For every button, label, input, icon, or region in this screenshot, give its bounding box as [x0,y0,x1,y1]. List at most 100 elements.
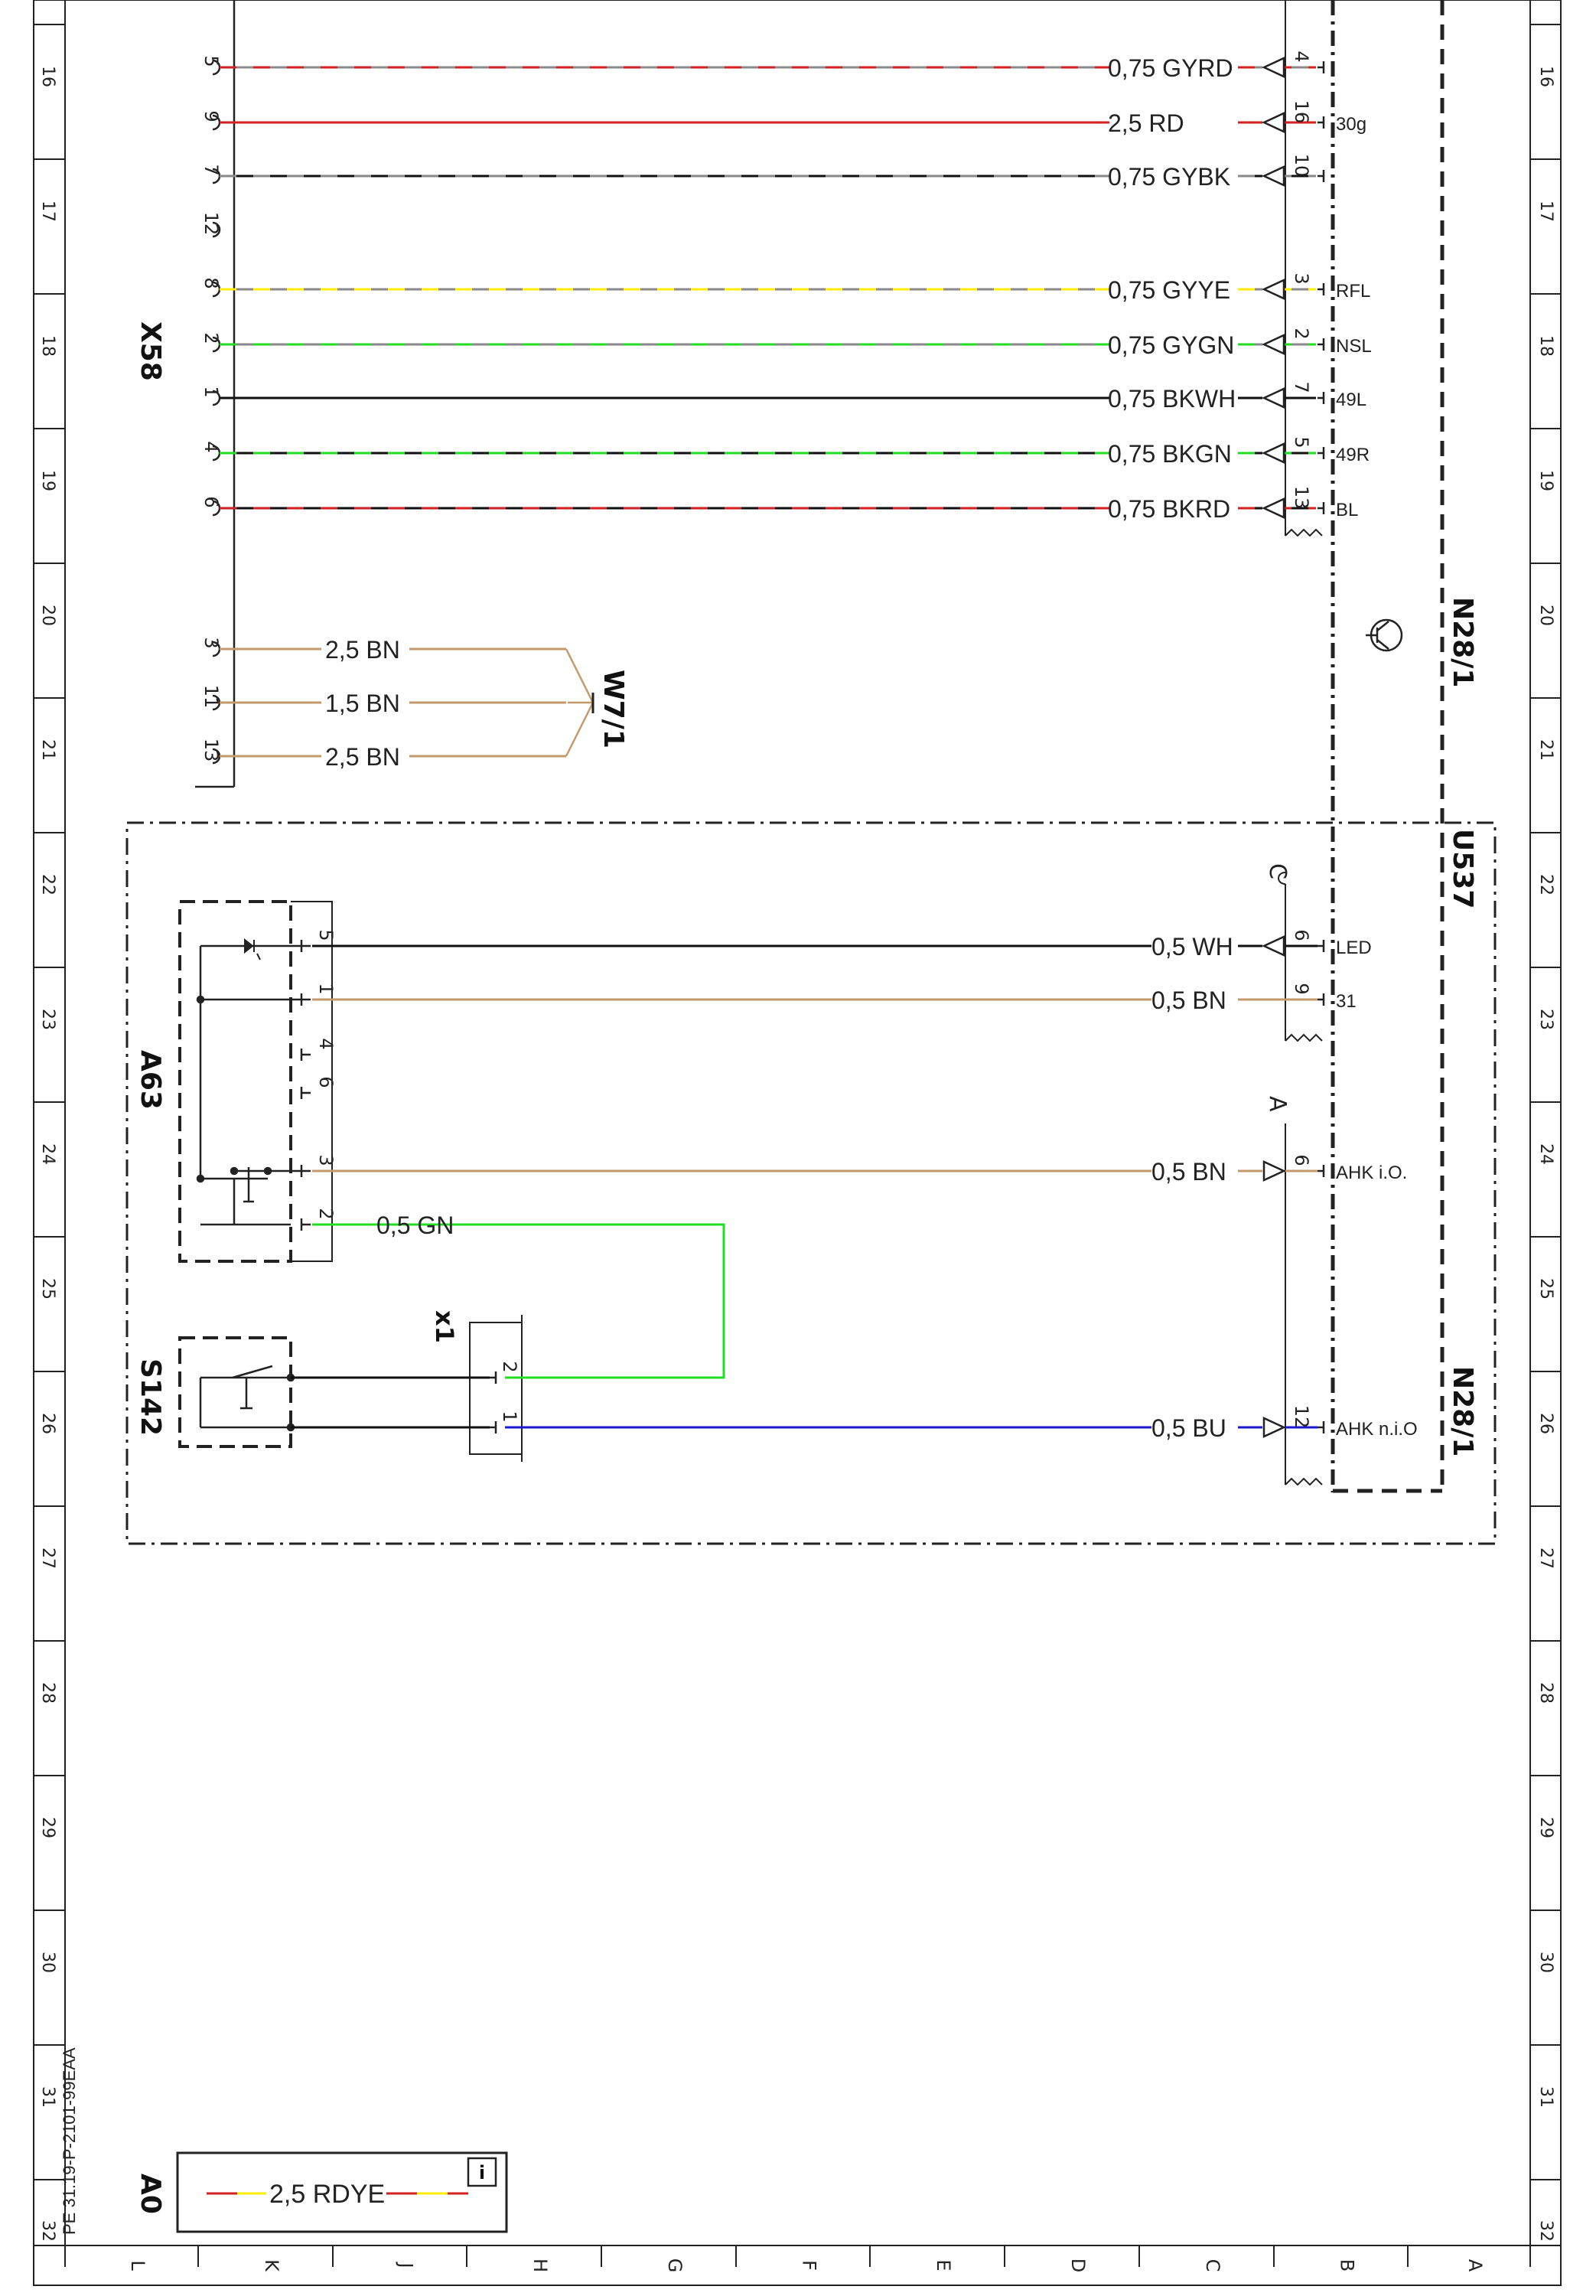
n28-pin-bracket [1318,392,1325,404]
n28-pin-number: 5 [1291,436,1312,448]
a63-pin-strip [291,901,333,1262]
a63-pin-bracket [300,940,311,952]
a63-pin-number: 5 [315,929,337,941]
n28-pin-number: 3 [1291,272,1312,284]
x58-pin-number: 12 [200,212,222,236]
a0-label: A0 [135,2174,166,2214]
n28-pin-bracket [1318,170,1325,182]
n28-pin-function: 31 [1336,991,1357,1012]
connector-arrow [1262,112,1285,133]
row-label-left: 20 [38,605,57,626]
n28-pin-function: AHK i.O. [1336,1163,1407,1183]
wire-label: 0,75 GYYE [1108,276,1230,304]
x1-pin-bracket [490,1371,497,1384]
svg-text:i: i [479,2162,485,2183]
n28-1-connector-c-strip [1278,872,1323,1042]
row-label-right: 16 [1536,66,1555,87]
column-label: F [799,2260,820,2271]
column-label: G [664,2258,686,2273]
s142-box [178,1336,292,1448]
row-label-left: 27 [38,1548,57,1569]
row-label-left: 25 [38,1278,57,1300]
row-label-right: 31 [1536,2086,1555,2108]
wire-gn [312,1223,725,1379]
wire-label: 0,75 BKRD [1108,495,1230,523]
x1-pin-number: 1 [499,1411,520,1422]
row-label-right: 21 [1536,739,1555,761]
w7-1-label: W7/1 [598,670,629,748]
x58-connector: X58 [135,0,236,788]
x1-pin-number: 2 [499,1361,520,1372]
row-label-left: 30 [38,1952,57,1973]
n28-pin-number: 10 [1291,154,1312,178]
n28-pin-number: 16 [1291,100,1312,124]
n28-pin-bracket [1318,1165,1325,1177]
ground-wire-label: 2,5 BN [325,636,400,664]
a63-pin-bracket [300,1218,311,1231]
row-label-left: 23 [38,1009,57,1030]
row-label-right: 32 [1536,2220,1555,2242]
legend-wire-label: 2,5 RDYE [269,2180,385,2209]
column-label: C [1202,2259,1223,2272]
n28-pin-bracket [1318,116,1325,129]
n28-pin-bracket [1318,1421,1325,1433]
u537-box [125,821,1497,1545]
n28-pin-function: BL [1336,500,1358,520]
led-icon [244,938,261,960]
n28-pin-number: 6 [1291,929,1312,941]
n28-pin-number: 9 [1291,983,1312,994]
x58-pin-number: 11 [200,685,222,709]
row-label-right: 18 [1536,335,1555,357]
wire-label: 2,5 RD [1108,109,1184,137]
a63-internal-circuit [199,944,302,1226]
connector-arrow [1262,279,1285,300]
n28-pin-number: 4 [1291,51,1312,62]
connector-arrow [1262,935,1285,957]
row-ticks [34,24,1561,2180]
row-label-left: 29 [38,1817,57,1838]
u537-label: U537 [1447,829,1478,908]
row-label-left: 26 [38,1413,57,1434]
legend-wire: 2,5 RDYE [207,2180,468,2209]
n28-pin-number: 13 [1291,486,1312,510]
ground-wire-label: 1,5 BN [325,690,400,717]
connector-arrow [1262,497,1285,519]
n28-1-label-top: N28/1 [1447,597,1478,687]
row-label-right: 22 [1536,874,1555,895]
wire-label: 0,75 BKWH [1108,385,1236,413]
a63-box [178,900,292,1263]
wire-label: 0,75 GYBK [1108,163,1230,191]
a63-label: A63 [135,1050,166,1110]
a63-pin-number: 3 [315,1154,337,1166]
n28-pin-bracket [1318,61,1325,73]
n28-pin-bracket [1318,283,1325,295]
a63-pin-bracket [300,1165,311,1177]
n28-pin-bracket [1318,993,1325,1006]
row-label-left: 22 [38,874,57,895]
a63-pin-number: 1 [315,983,337,994]
a63-pin-bracket [300,993,311,1006]
connector-arrow [1262,1160,1286,1182]
a63-pin-bracket [300,1049,311,1061]
row-label-left: 19 [38,470,57,491]
row-label-left: 17 [38,201,57,222]
transistor-icon [1366,618,1403,652]
column-label: E [933,2259,954,2271]
x58-pin-number: 4 [200,441,222,452]
row-label-left: 32 [38,2220,57,2242]
a63-pin-number: 4 [315,1038,337,1049]
drawing-frame [33,0,1562,2286]
x58-pin-number: 13 [200,739,222,762]
s142-label: S142 [135,1358,166,1436]
column-label: B [1337,2259,1358,2272]
column-ticks [64,2245,1531,2267]
x58-pin-number: 5 [200,55,222,67]
n28-pin-function: 49L [1336,390,1366,410]
a63-switch-icon [196,995,272,1203]
row-label-left: 16 [38,66,57,87]
wire-ahk-nio-label: 0,5 BU [1151,1414,1226,1442]
n28-pin-bracket [1318,338,1325,351]
